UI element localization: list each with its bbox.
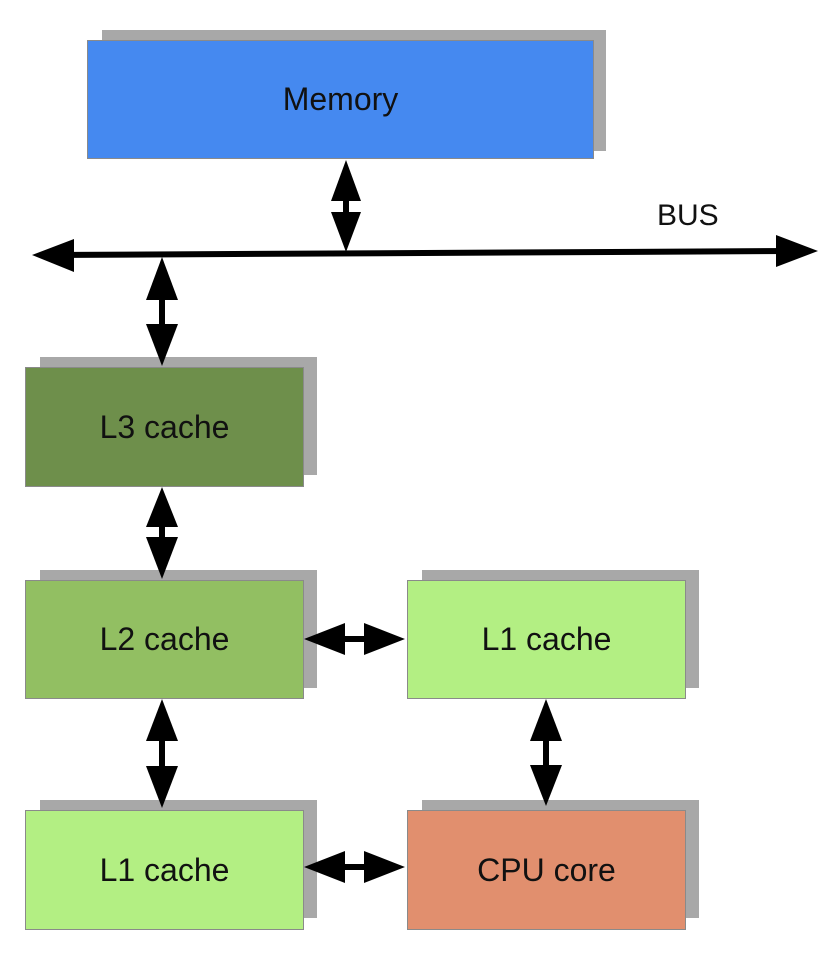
l3-cache-label: L3 cache [99, 408, 230, 445]
cpu-core-box: CPU core [407, 810, 686, 930]
l1-cache-right-label: L1 cache [481, 621, 612, 657]
memory-box: Memory [87, 40, 594, 159]
l1-cache-left-label: L1 cache [99, 851, 230, 888]
memory-label: Memory [282, 81, 399, 117]
l1-left-cpu-arrow [304, 851, 405, 883]
cpu-core-label: CPU core [477, 851, 616, 888]
l2-l1-right-arrow [304, 623, 405, 655]
memory-bus-arrow [331, 160, 361, 252]
l2-cache-label: L2 cache [99, 621, 230, 657]
l2-l1-left-arrow [146, 699, 178, 808]
l2-cache-box: L2 cache [25, 580, 304, 699]
l1-right-cpu-arrow [530, 699, 562, 806]
l1-cache-left-box: L1 cache [25, 810, 304, 930]
l3-cache-box: L3 cache [25, 367, 304, 487]
bus-label: BUS [657, 199, 719, 232]
bus-l3-arrow [146, 257, 178, 366]
l3-l2-arrow [146, 487, 178, 579]
bus-arrow [32, 235, 818, 272]
l1-cache-right-box: L1 cache [407, 580, 686, 699]
